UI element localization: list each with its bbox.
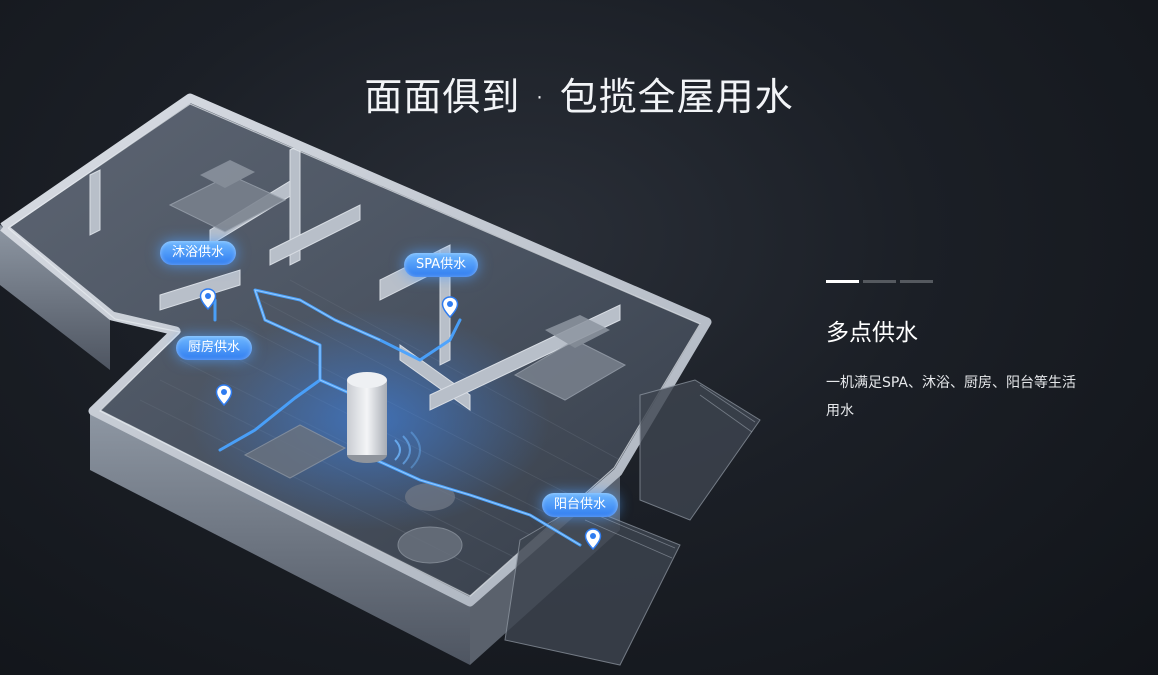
tag-spa-water: SPA供水 [404, 253, 479, 277]
tag-bath-water: 沐浴供水 [160, 241, 237, 265]
feature-info-panel: 多点供水 一机满足SPA、沐浴、厨房、阳台等生活用水 [826, 280, 1106, 425]
location-pin-icon [441, 296, 459, 318]
slide-indicator-item-3[interactable] [900, 280, 933, 283]
feature-description: 一机满足SPA、沐浴、厨房、阳台等生活用水 [826, 375, 1077, 419]
slide-indicator-item-2[interactable] [863, 280, 896, 283]
location-pin-icon [215, 384, 233, 406]
location-pin-icon [584, 528, 602, 550]
location-pin-icon [199, 288, 217, 310]
slide-indicator-item-1[interactable] [826, 280, 859, 283]
tag-balcony-water: 阳台供水 [542, 493, 619, 517]
water-heater [347, 372, 421, 469]
slide-indicator [826, 280, 1106, 283]
tag-kitchen-water: 厨房供水 [176, 336, 253, 360]
page-title: 面面俱到 · 包揽全屋用水 [364, 75, 794, 119]
feature-title: 多点供水 [826, 320, 918, 346]
